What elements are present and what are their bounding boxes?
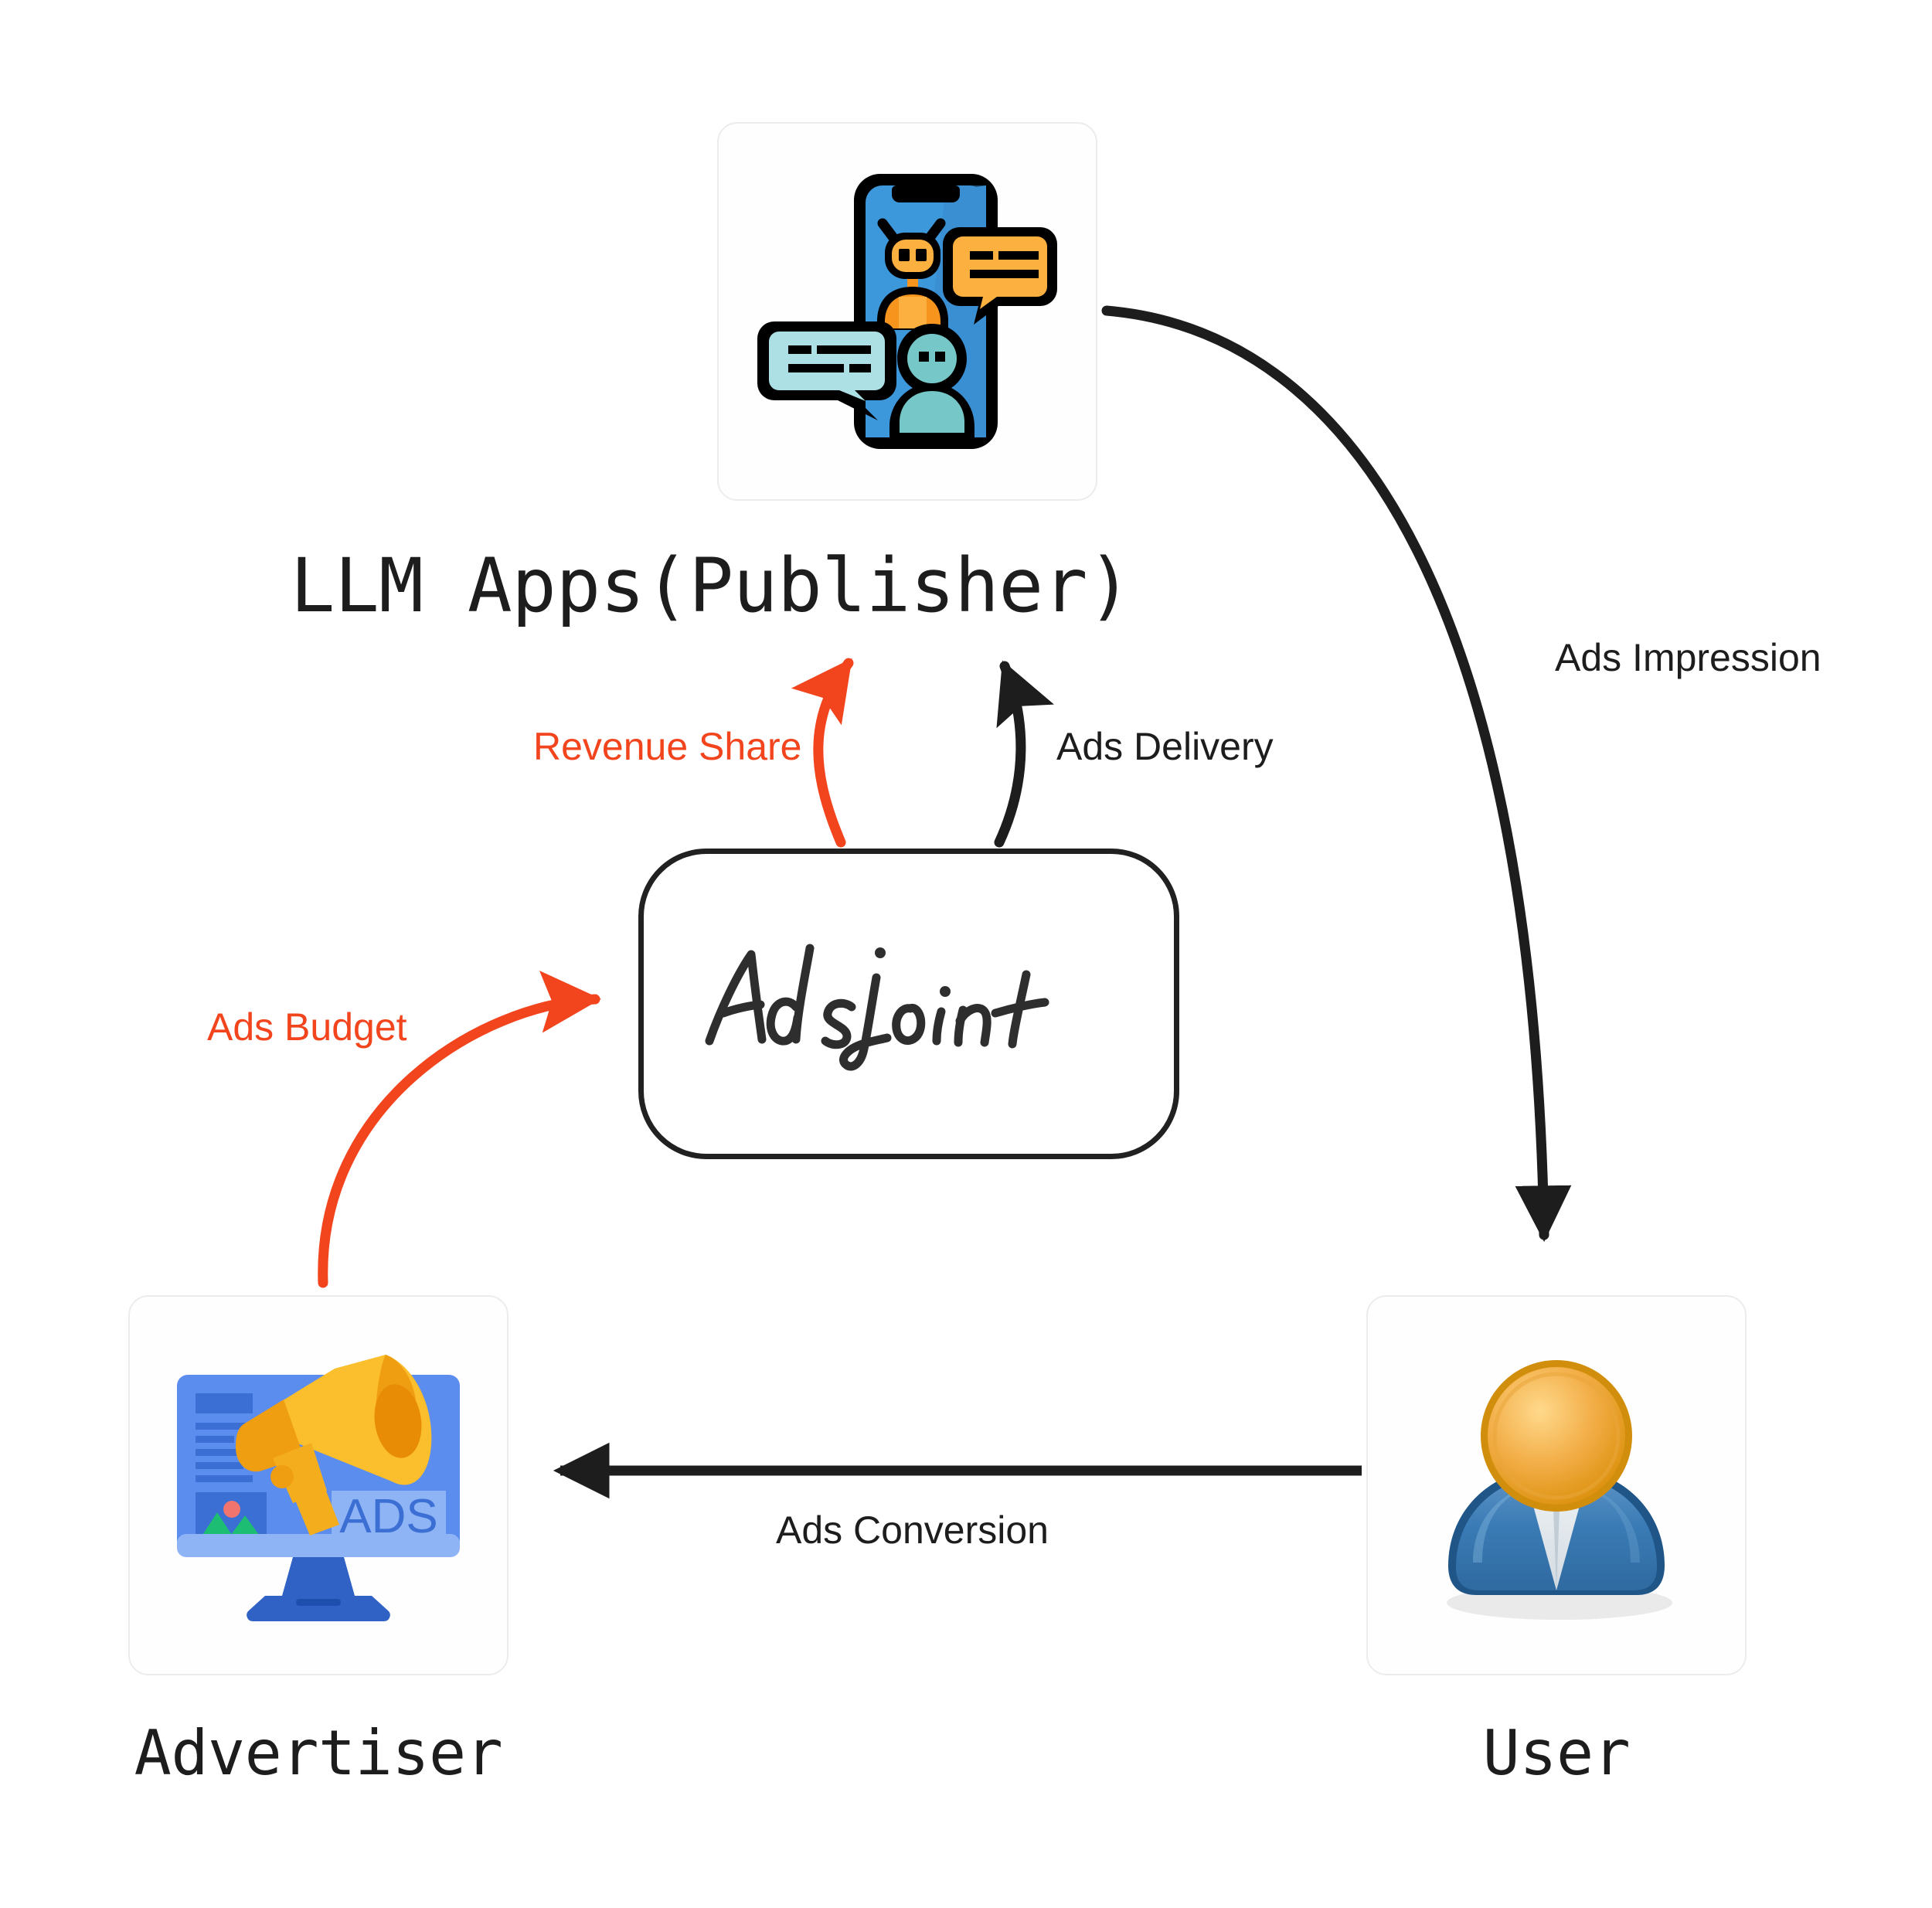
edge-label-ads-delivery: Ads Delivery	[1056, 725, 1274, 768]
monitor-megaphone-ads-icon: ADS	[177, 1355, 460, 1621]
node-card-advertiser[interactable]: ADS	[128, 1295, 509, 1675]
node-adsjoint[interactable]	[638, 849, 1179, 1159]
adsjoint-wordmark	[705, 944, 1049, 1071]
mobile-chatbot-icon	[757, 174, 1057, 449]
edge-label-ads-budget: Ads Budget	[207, 1005, 407, 1049]
node-caption-publisher: LLM Apps(Publisher)	[290, 542, 1132, 629]
edge-revenue-share-path	[791, 658, 854, 848]
edge-label-ads-impression: Ads Impression	[1555, 636, 1821, 679]
node-caption-advertiser: Advertiser	[134, 1717, 503, 1789]
node-caption-user: User	[1482, 1717, 1631, 1789]
node-card-user[interactable]	[1366, 1295, 1747, 1675]
edge-ads-delivery-path	[994, 660, 1054, 848]
edge-label-ads-conversion: Ads Conversion	[776, 1508, 1049, 1552]
node-card-publisher[interactable]	[717, 122, 1097, 501]
person-avatar-icon	[1447, 1360, 1672, 1620]
edge-label-revenue-share: Revenue Share	[533, 725, 802, 768]
